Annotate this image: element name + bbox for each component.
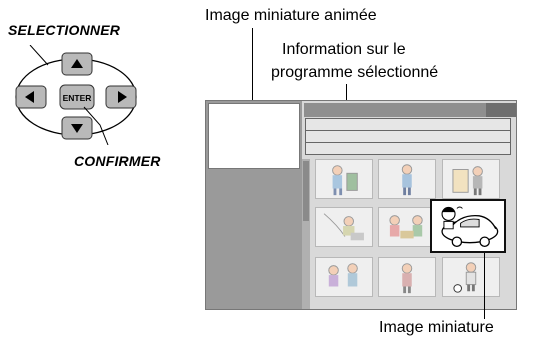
thumbnail[interactable] (315, 257, 373, 297)
program-info-label-line2: programme sélectionné (271, 64, 439, 81)
top-bar (304, 103, 516, 117)
arrow-right-icon (118, 91, 127, 103)
scrollbar[interactable] (302, 159, 310, 309)
up-button[interactable] (61, 52, 93, 76)
thumbnail[interactable] (378, 257, 436, 297)
thumbnail[interactable] (442, 159, 500, 199)
thumbnail[interactable] (442, 257, 500, 297)
confirm-label: CONFIRMER (74, 153, 161, 169)
select-label: SELECTIONNER (8, 22, 121, 38)
down-button[interactable] (61, 116, 93, 140)
arrow-up-icon (71, 59, 83, 68)
leader-thumbnail (484, 253, 485, 319)
enter-label: ENTER (63, 93, 92, 103)
program-info-panel (305, 118, 511, 155)
thumbnail[interactable] (378, 159, 436, 199)
thumbnail[interactable] (315, 159, 373, 199)
right-button[interactable] (105, 85, 137, 109)
arrow-left-icon (25, 91, 34, 103)
leader-animated-thumbnail (252, 28, 253, 102)
selected-thumbnail[interactable] (430, 199, 506, 253)
animated-thumbnail-label: Image miniature animée (205, 7, 377, 24)
thumbnail-label: Image miniature (379, 319, 494, 336)
animated-thumbnail-preview (208, 103, 300, 169)
enter-button[interactable]: ENTER (59, 84, 95, 110)
left-button[interactable] (15, 85, 47, 109)
arrow-down-icon (71, 124, 83, 133)
thumbnail[interactable] (315, 207, 373, 247)
remote-control: ENTER (0, 44, 148, 146)
thumbnail[interactable] (378, 207, 436, 247)
guide-screen (205, 100, 517, 310)
program-info-label-line1: Information sur le (282, 41, 406, 58)
